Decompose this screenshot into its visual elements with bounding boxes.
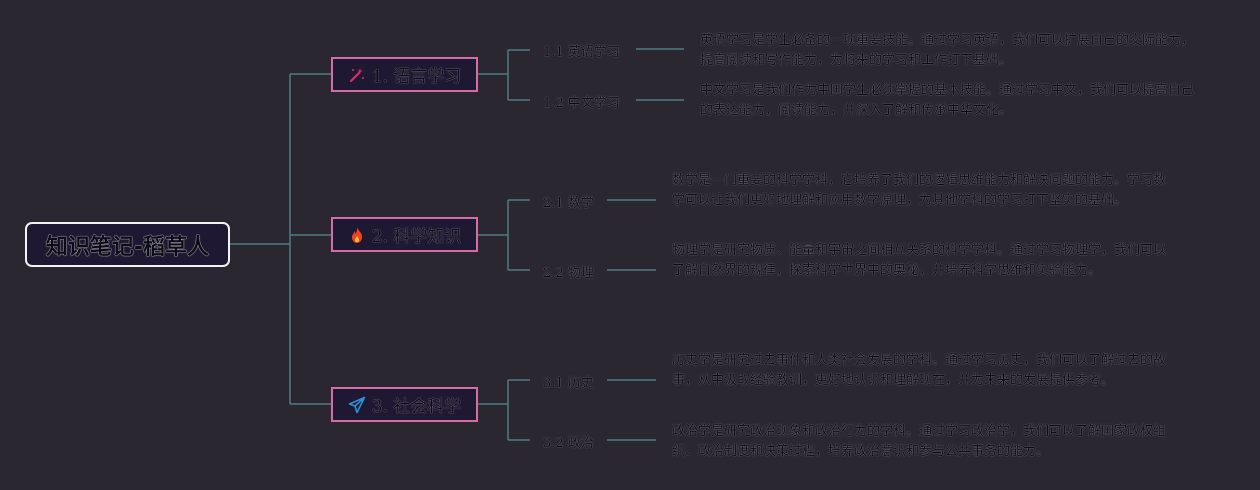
branch-node-social-science[interactable]: 3. 社会科学 — [331, 387, 478, 422]
branch-node-language[interactable]: 1. 语言学习 — [331, 57, 478, 92]
leaf-description: 英语学习是学生必备的一项重要技能。通过学习英语，我们可以扩展自己的交际能力，提高… — [700, 33, 1195, 68]
branch-node-science[interactable]: 2. 科学知识 — [331, 217, 478, 252]
root-node[interactable]: 知识笔记-稻草人 — [25, 222, 230, 267]
leaf-node-math[interactable]: 2.1 数学 — [543, 196, 594, 211]
leaf-description: 政治学是研究政治现象和政治行为的学科。通过学习政治学，我们可以了解国家政权组织、… — [672, 424, 1167, 459]
wand-icon — [349, 67, 364, 82]
fire-icon — [351, 226, 362, 243]
leaf-description: 物理学是研究物质、能量和宇宙之间相互关系的科学学科。通过学习物理学，我们可以了解… — [672, 243, 1167, 278]
branch-label: 3. 社会科学 — [371, 397, 462, 417]
leaf-node-chinese[interactable]: 1.2 中文学习 — [543, 96, 620, 111]
connector-branch-3 — [478, 379, 656, 441]
connector-branch-1 — [478, 48, 684, 101]
leaf-node-politics[interactable]: 3.2 政治 — [543, 436, 594, 451]
leaf-node-physics[interactable]: 2.2 物理 — [543, 266, 594, 281]
branch-label: 2. 科学知识 — [371, 227, 462, 247]
branch-label: 1. 语言学习 — [371, 67, 462, 87]
leaf-description: 历史学是研究过去事件和人类社会发展的学科。通过学习历史，我们可以了解过去的故事，… — [672, 353, 1167, 388]
paper-plane-icon — [348, 396, 365, 413]
connector-branch-2 — [478, 199, 656, 271]
leaf-node-english[interactable]: 1.1 英语学习 — [543, 45, 620, 60]
root-label: 知识笔记-稻草人 — [45, 234, 210, 260]
leaf-description: 中文学习是我们作为中国学生必须掌握的基本技能。通过学习中文，我们可以提高自己的表… — [700, 83, 1195, 118]
leaf-description: 数学是一门重要的科学学科，它培养了我们的逻辑思维能力和解决问题的能力。学习数学可… — [672, 173, 1167, 208]
leaf-node-history[interactable]: 3.1 历史 — [543, 376, 594, 391]
connector-root — [230, 73, 331, 405]
